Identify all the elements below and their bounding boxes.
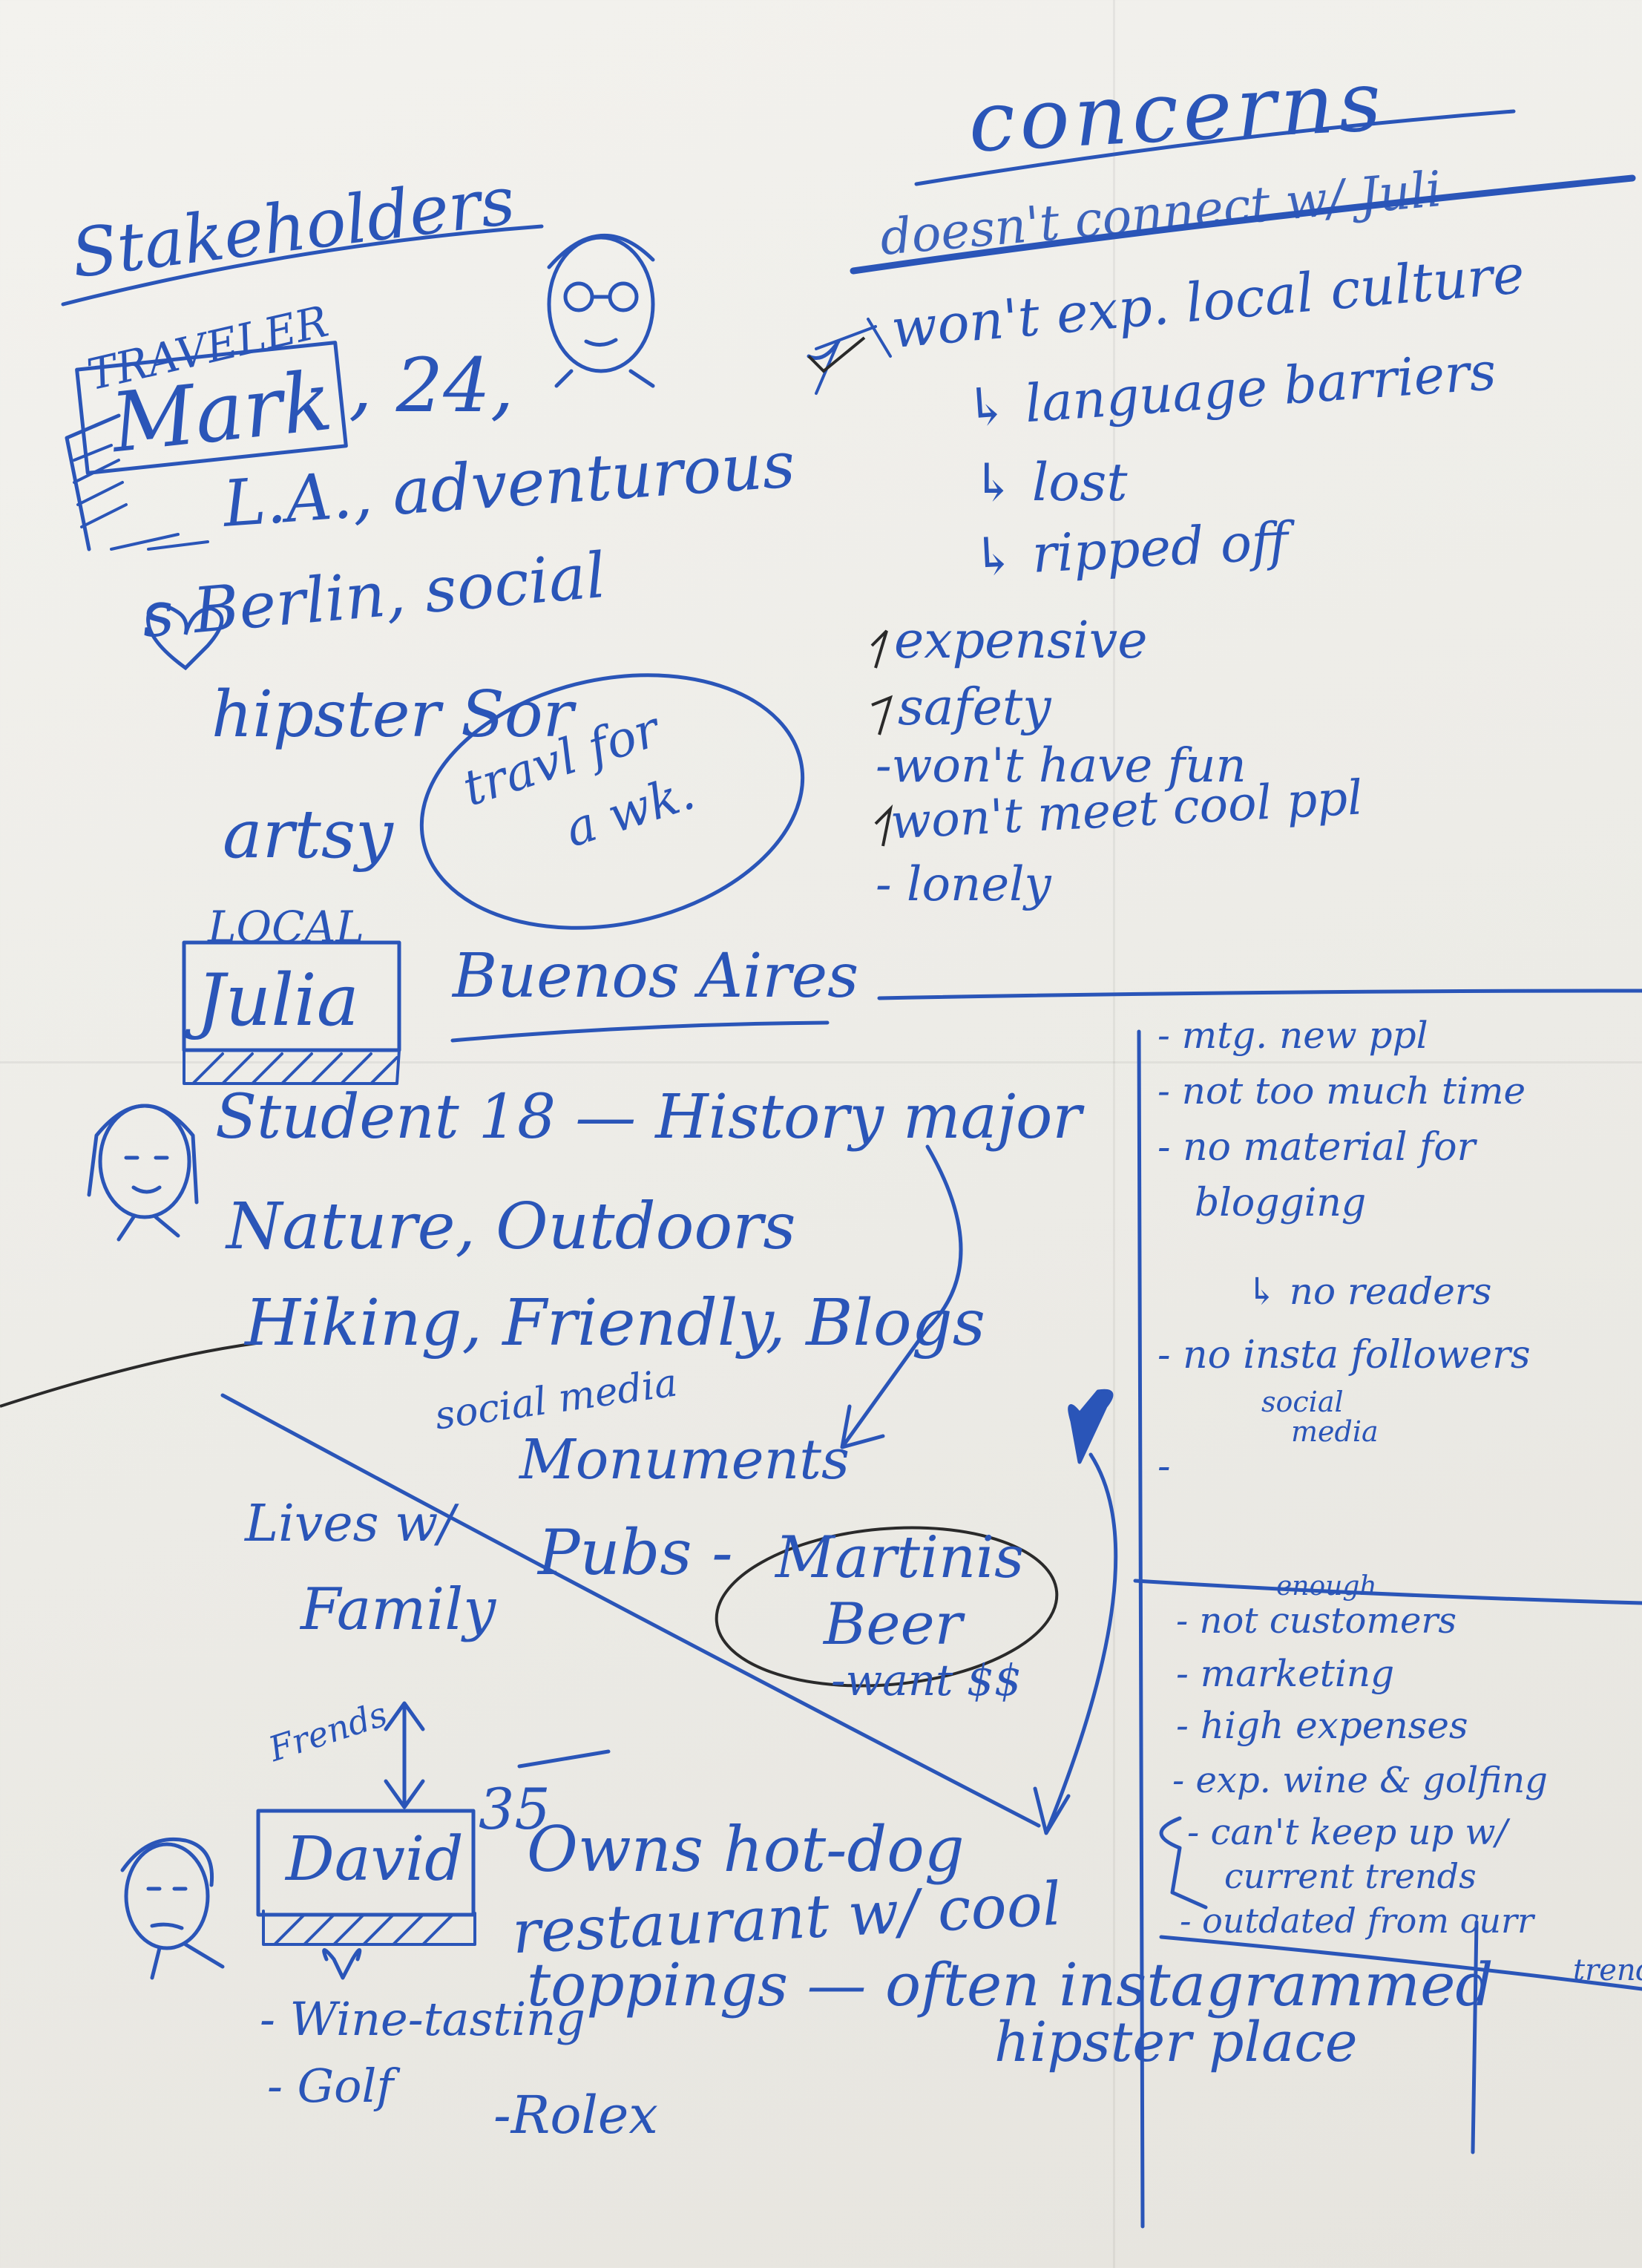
- local-concern-2: - not too much time: [1157, 1069, 1526, 1112]
- julia-box-hatch: [183, 1049, 401, 1085]
- owner-name: David: [286, 1824, 464, 1895]
- local-city: Buenos Aires: [453, 941, 859, 1012]
- traveler-concern-3: ↳ lost: [972, 452, 1128, 513]
- divider-bottom: [1133, 1579, 1642, 1605]
- owner-concern-1: - not customers: [1176, 1600, 1457, 1642]
- owner-like-3: -Rolex: [493, 2085, 658, 2146]
- buenos-aires-underline: [450, 1020, 830, 1043]
- strike-through: [850, 174, 1636, 275]
- local-concern-7: social: [1261, 1386, 1344, 1418]
- local-line-3: Hiking, Friendly, Blogs: [245, 1286, 985, 1360]
- local-concern-5: ↳ no readers: [1247, 1270, 1492, 1313]
- mark-name-box: [75, 341, 348, 475]
- mark-face-icon: [547, 234, 655, 388]
- owner-concern-5: - can't keep up w/: [1187, 1812, 1508, 1853]
- local-concern-4: blogging: [1195, 1181, 1367, 1225]
- local-label: LOCAL: [208, 902, 364, 952]
- concerns-heading: concerns: [965, 53, 1388, 171]
- local-line-1: Student 18 — History major: [215, 1082, 1082, 1153]
- owner-line-4: hipster place: [994, 2010, 1358, 2074]
- owner-line-1: Owns hot-dog: [527, 1813, 965, 1886]
- divider-vertical: [1137, 1029, 1145, 2229]
- culture-check: [807, 336, 866, 373]
- owner-concern-4: - exp. wine & golfing: [1172, 1760, 1548, 1801]
- hiking-line: [0, 1342, 257, 1408]
- divider-top: [877, 989, 1642, 1000]
- local-concern-8: media: [1291, 1415, 1379, 1448]
- owner-concern-6: current trends: [1224, 1856, 1477, 1896]
- heart-outline-icon: [146, 603, 224, 671]
- david-box-hatch: [262, 1910, 476, 1946]
- traveler-name: Mark: [107, 353, 337, 471]
- owner-concern-2: - marketing: [1176, 1652, 1395, 1695]
- travel-week-circle: [419, 673, 805, 930]
- local-concern-9: -: [1157, 1444, 1171, 1489]
- heart-icon: [1068, 1389, 1114, 1464]
- concern-bracket: [1159, 1816, 1208, 1910]
- bottom-lines: [1159, 1920, 1642, 2154]
- david-name-box: [256, 1809, 476, 1917]
- owner-like-1: - Wine-tasting: [260, 1992, 585, 2046]
- concerns-underline: [914, 109, 1516, 186]
- owner-concern-3: - high expenses: [1176, 1704, 1468, 1747]
- traveler-concern-5: expensive: [894, 612, 1148, 670]
- local-concern-1: - mtg. new ppl: [1157, 1014, 1428, 1057]
- local-circled-2: Beer: [824, 1591, 962, 1658]
- traveler-line-4: artsy: [223, 796, 393, 874]
- owner-concern-7: - outdated from curr: [1180, 1901, 1534, 1941]
- david-heart-icon: [322, 1948, 362, 1980]
- age-35-dash: [517, 1749, 611, 1769]
- david-face-icon: [120, 1837, 225, 1980]
- local-circled-1: Martinis: [775, 1524, 1025, 1591]
- local-concern-3: - no material for: [1157, 1125, 1476, 1170]
- heart-arrow: [1033, 1452, 1118, 1835]
- local-line-8: Family: [301, 1576, 496, 1643]
- local-line-5: Monuments: [519, 1428, 850, 1492]
- owner-line-3: toppings — often instagrammed: [527, 1950, 1494, 2019]
- traveler-age: , 24,: [349, 342, 514, 429]
- cross-line: [220, 1393, 1041, 1828]
- owner-age: 35: [479, 1776, 551, 1842]
- check-1: [815, 318, 892, 358]
- stakeholders-underline: [61, 224, 544, 307]
- julia-face-icon: [87, 1104, 199, 1242]
- owner-concern-0: enough: [1276, 1571, 1377, 1602]
- local-name: Julia: [197, 959, 359, 1042]
- julia-name-box: [182, 940, 401, 1052]
- local-line-7: Lives w/: [245, 1495, 456, 1553]
- traveler-line-3: hipster Sor: [211, 678, 574, 752]
- martinis-beer-circle: [715, 1526, 1059, 1688]
- local-line-9: -want $$: [831, 1655, 1022, 1705]
- traveler-concern-7: -won't have fun: [876, 738, 1247, 793]
- owner-concern-8: trend: [1573, 1953, 1642, 1987]
- friends-arrow: [384, 1701, 425, 1809]
- local-line-6: Pubs -: [538, 1516, 733, 1589]
- local-line-2: Nature, Outdoors: [226, 1190, 796, 1264]
- traveler-concern-9: - lonely: [876, 857, 1051, 912]
- traveler-concern-4: ↳ ripped off: [971, 510, 1290, 589]
- local-concern-6: - no insta followers: [1157, 1333, 1531, 1377]
- history-arrow: [840, 1144, 963, 1449]
- owner-like-2: - Golf: [267, 2059, 394, 2113]
- traveler-concern-6: safety: [898, 678, 1051, 737]
- mark-box-hatch: [65, 413, 121, 551]
